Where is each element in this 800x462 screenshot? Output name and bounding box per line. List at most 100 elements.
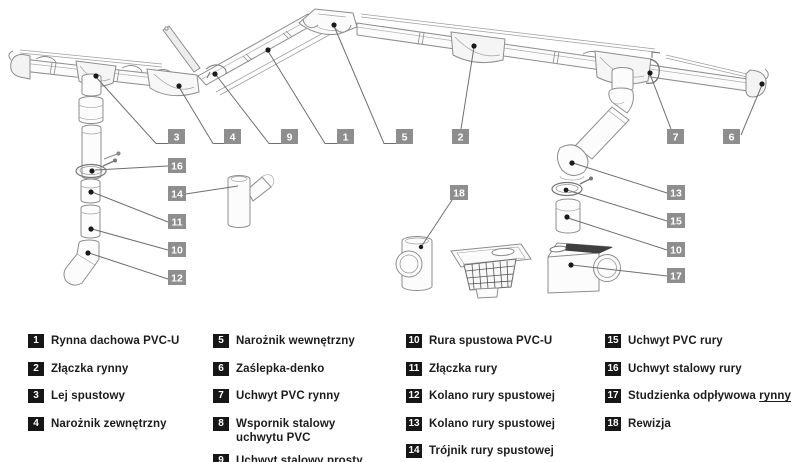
legend-item-11: 11 Złączka rury	[406, 361, 604, 380]
legend-badge-11: 11	[406, 361, 422, 376]
legend-item-18: 18 Rewizja	[605, 416, 800, 435]
callout-7: 7	[667, 129, 684, 144]
legend-item-10: 10 Rura spustowa PVC-U	[406, 334, 604, 352]
callout-16-number: 16	[171, 161, 183, 173]
legend-item-14: 14 Trójnik rury spustowej	[406, 444, 604, 462]
legend-item-7: 7 Uchwyt PVC rynny	[213, 389, 403, 407]
legend-badge-3: 3	[28, 389, 44, 403]
legend-badge-14: 14	[406, 444, 422, 458]
legend-label-10: Rura spustowa PVC-U	[429, 335, 553, 347]
callout-11: 11	[168, 214, 186, 229]
legend-badge-7: 7	[213, 389, 229, 403]
legend-badge-12: 12	[406, 389, 422, 403]
legend-badge-16: 16	[605, 361, 621, 376]
callout-5: 5	[396, 129, 413, 144]
legend-label-12: Kolano rury spustowej	[429, 390, 556, 402]
callout-3: 3	[168, 129, 185, 144]
drain-grate-basket	[450, 243, 532, 299]
legend-item-1: 1 Rynna dachowa PVC-U	[28, 334, 208, 352]
callout-11-number: 11	[171, 217, 182, 229]
callout-9: 9	[281, 129, 298, 144]
steel-support-strip	[162, 25, 201, 73]
legend-item-2: 2 Złączka rynny	[28, 361, 208, 380]
callout-18: 18	[450, 185, 468, 200]
legend-label-11: Złączka rury	[429, 362, 498, 375]
legend-label-5: Narożnik wewnętrzny	[236, 335, 355, 347]
legend-badge-4: 4	[28, 416, 44, 431]
callout-13: 13	[667, 185, 685, 200]
legend-label-8-line1: Wspornik stalowy	[236, 417, 336, 430]
legend-label-16: Uchwyt stalowy rury	[628, 362, 742, 375]
callout-14-number: 14	[171, 189, 183, 201]
callout-17: 17	[667, 268, 685, 283]
callout-12: 12	[168, 270, 186, 285]
callout-18-number: 18	[453, 188, 465, 200]
leader-lines	[88, 25, 763, 280]
legend-label-17-underlined: rynny	[759, 390, 791, 402]
legend-label-8-line2: uchwytu PVC	[236, 431, 311, 444]
callout-1-number: 1	[343, 132, 349, 144]
callout-5-number: 5	[402, 132, 408, 144]
inspection-piece	[395, 236, 433, 291]
legend-badge-1: 1	[28, 334, 44, 348]
callout-4-number: 4	[230, 132, 236, 144]
downpipe-right	[551, 67, 634, 234]
inside-corner	[298, 8, 358, 35]
callout-10-left-number: 10	[171, 245, 183, 257]
downpipe-left	[63, 73, 121, 286]
legend-label-9: Uchwyt stalowy prosty	[236, 455, 363, 462]
gutter-diagram: 3 4 9 1 5 2 7 6 16 14 11 10 12 18 13 15 …	[8, 8, 769, 299]
legend-badge-2: 2	[28, 361, 44, 376]
downpipe-tee	[227, 174, 275, 228]
callout-16: 16	[168, 158, 186, 173]
callout-9-number: 9	[287, 132, 293, 144]
callout-7-number: 7	[673, 132, 679, 144]
outside-corner	[146, 68, 200, 97]
legend-item-9: 9 Uchwyt stalowy prosty	[213, 454, 403, 462]
legend-badge-18: 18	[605, 416, 621, 431]
legend-item-13: 13 Kolano rury spustowej	[406, 416, 604, 435]
legend-badge-13: 13	[406, 416, 422, 431]
legend-label-7: Uchwyt PVC rynny	[236, 390, 340, 402]
legend-label-18: Rewizja	[628, 417, 671, 430]
legend-item-17: 17 Studzienka odpływowa rynny	[605, 389, 800, 407]
legend-badge-8: 8	[213, 416, 229, 431]
legend-badge-10: 10	[406, 334, 422, 348]
legend-item-4: 4 Narożnik zewnętrzny	[28, 416, 208, 435]
drain-box	[547, 242, 621, 294]
leader-dots	[85, 22, 765, 268]
legend-label-14: Trójnik rury spustowej	[429, 445, 554, 457]
legend-badge-17: 17	[605, 389, 621, 403]
callout-17-number: 17	[670, 271, 682, 283]
legend-label-1: Rynna dachowa PVC-U	[51, 335, 180, 347]
callout-15-number: 15	[670, 216, 682, 228]
legend-badge-5: 5	[213, 334, 229, 348]
gutter-run-diagonal	[197, 13, 341, 96]
legend-label-17-text: Studzienka odpływowa	[628, 390, 760, 402]
callout-13-number: 13	[670, 188, 682, 200]
legend-label-13: Kolano rury spustowej	[429, 417, 556, 430]
callout-6-number: 6	[729, 132, 735, 144]
legend-label-6: Zaślepka-denko	[236, 362, 325, 375]
legend-badge-15: 15	[605, 334, 621, 348]
callout-10-left: 10	[168, 242, 186, 257]
callout-14: 14	[168, 186, 186, 201]
gutter-run-right	[356, 13, 765, 94]
legend-label-4: Narożnik zewnętrzny	[51, 417, 167, 430]
legend-badge-9: 9	[213, 454, 229, 462]
legend-label-2: Złączka rynny	[51, 362, 129, 375]
gutter-connector	[450, 31, 506, 64]
callout-1: 1	[337, 129, 354, 144]
callouts: 3 4 9 1 5 2 7 6 16 14 11 10 12 18 13 15 …	[168, 129, 740, 285]
gutter-end-cap	[745, 68, 769, 98]
callout-12-number: 12	[171, 273, 183, 285]
